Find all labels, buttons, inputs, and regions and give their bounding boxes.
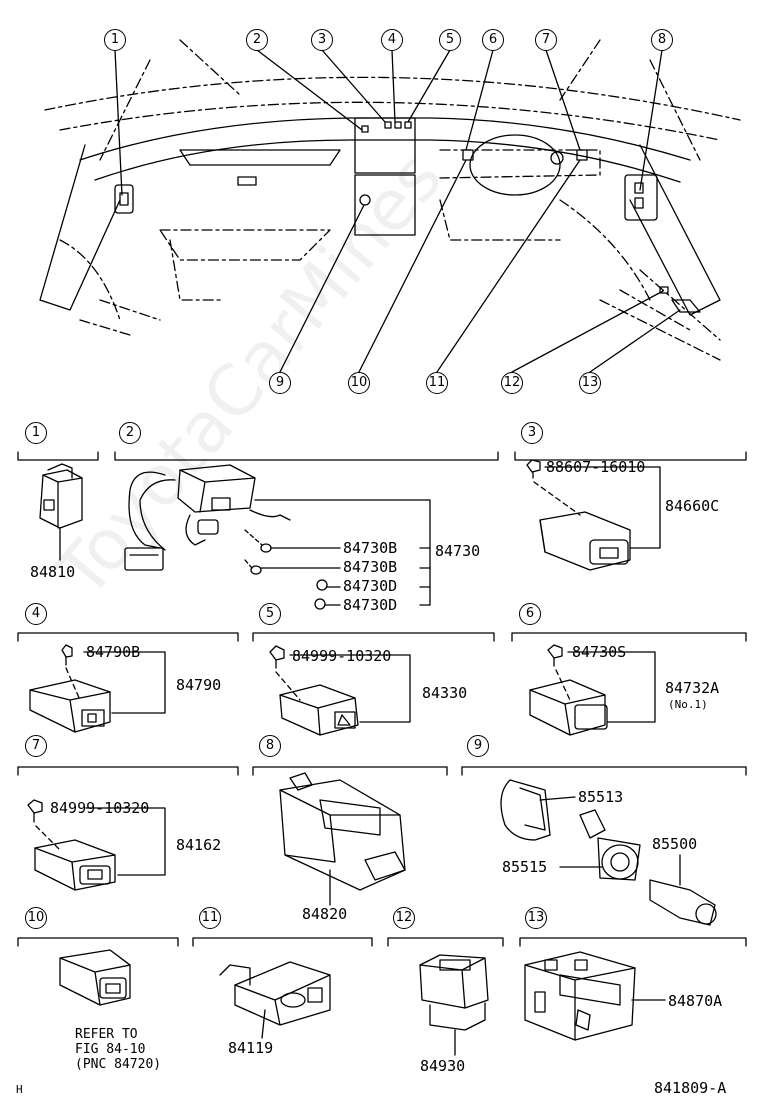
panel-13-number: 13 (525, 907, 547, 929)
figure-number: 841809-A (654, 1079, 727, 1097)
refer-pnc-text: (PNC 84720) (75, 1057, 162, 1072)
part-label-84730: 84730 (435, 542, 481, 560)
callout-13: 13 (579, 372, 601, 394)
callout-8: 8 (651, 29, 673, 51)
panel-11-number: 11 (199, 907, 221, 929)
panel-12-number: 12 (393, 907, 415, 929)
callout-3: 3 (311, 29, 333, 51)
part-label-84810: 84810 (30, 563, 76, 581)
part-label-85500: 85500 (652, 835, 698, 853)
part-label-84162: 84162 (176, 836, 222, 854)
part-label-84999-10320-a: 84999-10320 (292, 647, 392, 665)
footer-left-mark: H (16, 1083, 23, 1096)
part-84790-drawing (29, 644, 166, 733)
panel-7-number: 7 (25, 735, 47, 757)
callout-10: 10 (348, 372, 370, 394)
part-84660C-drawing (526, 459, 661, 571)
part-84330-drawing (269, 645, 411, 736)
panel-8-number: 8 (259, 735, 281, 757)
part-label-84790B: 84790B (86, 643, 141, 661)
callout-1: 1 (104, 29, 126, 51)
panel-3-number: 3 (521, 422, 543, 444)
part-label-84660C: 84660C (665, 497, 720, 515)
part-label-85513: 85513 (578, 788, 624, 806)
callout-6: 6 (482, 29, 504, 51)
panel-6-number: 6 (519, 603, 541, 625)
callout-5: 5 (439, 29, 461, 51)
part-label-84119: 84119 (228, 1039, 274, 1057)
panel-5-number: 5 (259, 603, 281, 625)
part-label-88607-16010: 88607-16010 (546, 458, 646, 476)
part-label-84730B-2: 84730B (343, 558, 398, 576)
callout-11: 11 (426, 372, 448, 394)
part-label-84820: 84820 (302, 905, 348, 923)
part-84720-ref-drawing (59, 949, 131, 1006)
dashboard-overview (39, 39, 741, 373)
callout-2: 2 (246, 29, 268, 51)
part-label-85515: 85515 (502, 858, 548, 876)
part-84930-drawing (419, 954, 489, 1056)
callout-12: 12 (501, 372, 523, 394)
panel-frames (17, 451, 747, 947)
part-84730-harness-drawing (124, 464, 431, 610)
part-label-84730B-1: 84730B (343, 539, 398, 557)
callout-9: 9 (269, 372, 291, 394)
part-85500-85513-85515-drawing (500, 779, 717, 926)
refer-fig-text: FIG 84-10 (75, 1042, 146, 1057)
panel-9-number: 9 (467, 735, 489, 757)
callout-4: 4 (381, 29, 403, 51)
part-label-84730D-1: 84730D (343, 577, 398, 595)
part-label-84790: 84790 (176, 676, 222, 694)
part-label-84730D-2: 84730D (343, 596, 398, 614)
panel-2-number: 2 (119, 422, 141, 444)
part-label-no1: (No.1) (668, 698, 708, 711)
refer-to-text: REFER TO (75, 1027, 138, 1042)
part-label-84999-10320-b: 84999-10320 (50, 799, 150, 817)
panel-4-number: 4 (25, 603, 47, 625)
part-84119-drawing (219, 961, 331, 1039)
part-label-84870A: 84870A (668, 992, 723, 1010)
panel-1-number: 1 (25, 422, 47, 444)
part-84870A-drawing (524, 951, 666, 1041)
part-label-84930: 84930 (420, 1057, 466, 1075)
part-84810-drawing (39, 463, 83, 561)
callout-7: 7 (535, 29, 557, 51)
part-label-84330: 84330 (422, 684, 468, 702)
part-label-84732A: 84732A (665, 679, 720, 697)
part-label-84730S: 84730S (572, 643, 627, 661)
panel-10-number: 10 (25, 907, 47, 929)
part-84162-drawing (27, 799, 166, 891)
part-84732A-drawing (529, 644, 656, 736)
part-84820-drawing (279, 772, 406, 906)
